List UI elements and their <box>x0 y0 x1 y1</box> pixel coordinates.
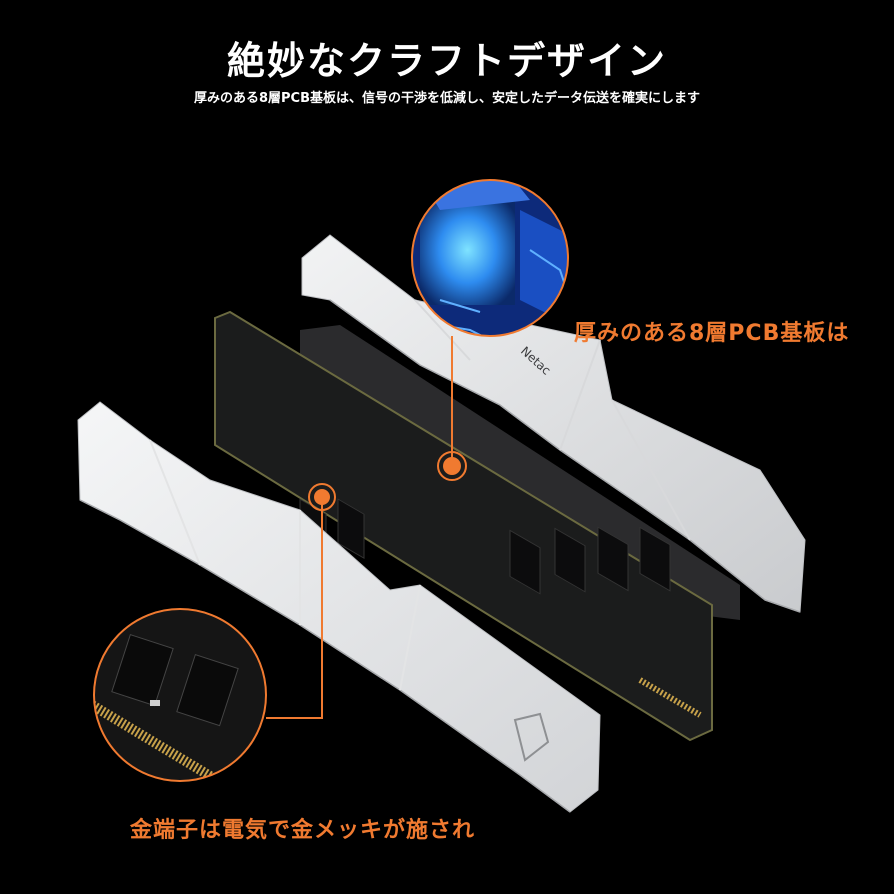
memory-chip <box>554 527 586 593</box>
heatsink-front <box>77 401 601 813</box>
gold-contacts <box>638 677 702 718</box>
target-icon <box>308 483 336 511</box>
target-icon <box>437 451 467 481</box>
callout-pcb-label: 厚みのある8層PCB基板は <box>574 321 850 346</box>
heatsink-back: Netac <box>301 234 806 613</box>
memory-chip <box>597 526 629 592</box>
callout-lines <box>266 336 453 719</box>
page-title: 絶妙なクラフトデザイン <box>226 39 667 83</box>
callout-gold-label: 金端子は電気で金メッキが施され <box>130 818 476 843</box>
memory-chip <box>509 529 541 595</box>
emblem-icon <box>513 712 550 762</box>
thermal-pad <box>300 325 740 620</box>
page-subtitle: 厚みのある8層PCB基板は、信号の干渉を低減し、安定したデータ伝送を確実にします <box>193 91 701 106</box>
memory-chip <box>639 526 671 592</box>
memory-chip <box>337 498 365 559</box>
zoom-circle-gold <box>93 608 267 782</box>
